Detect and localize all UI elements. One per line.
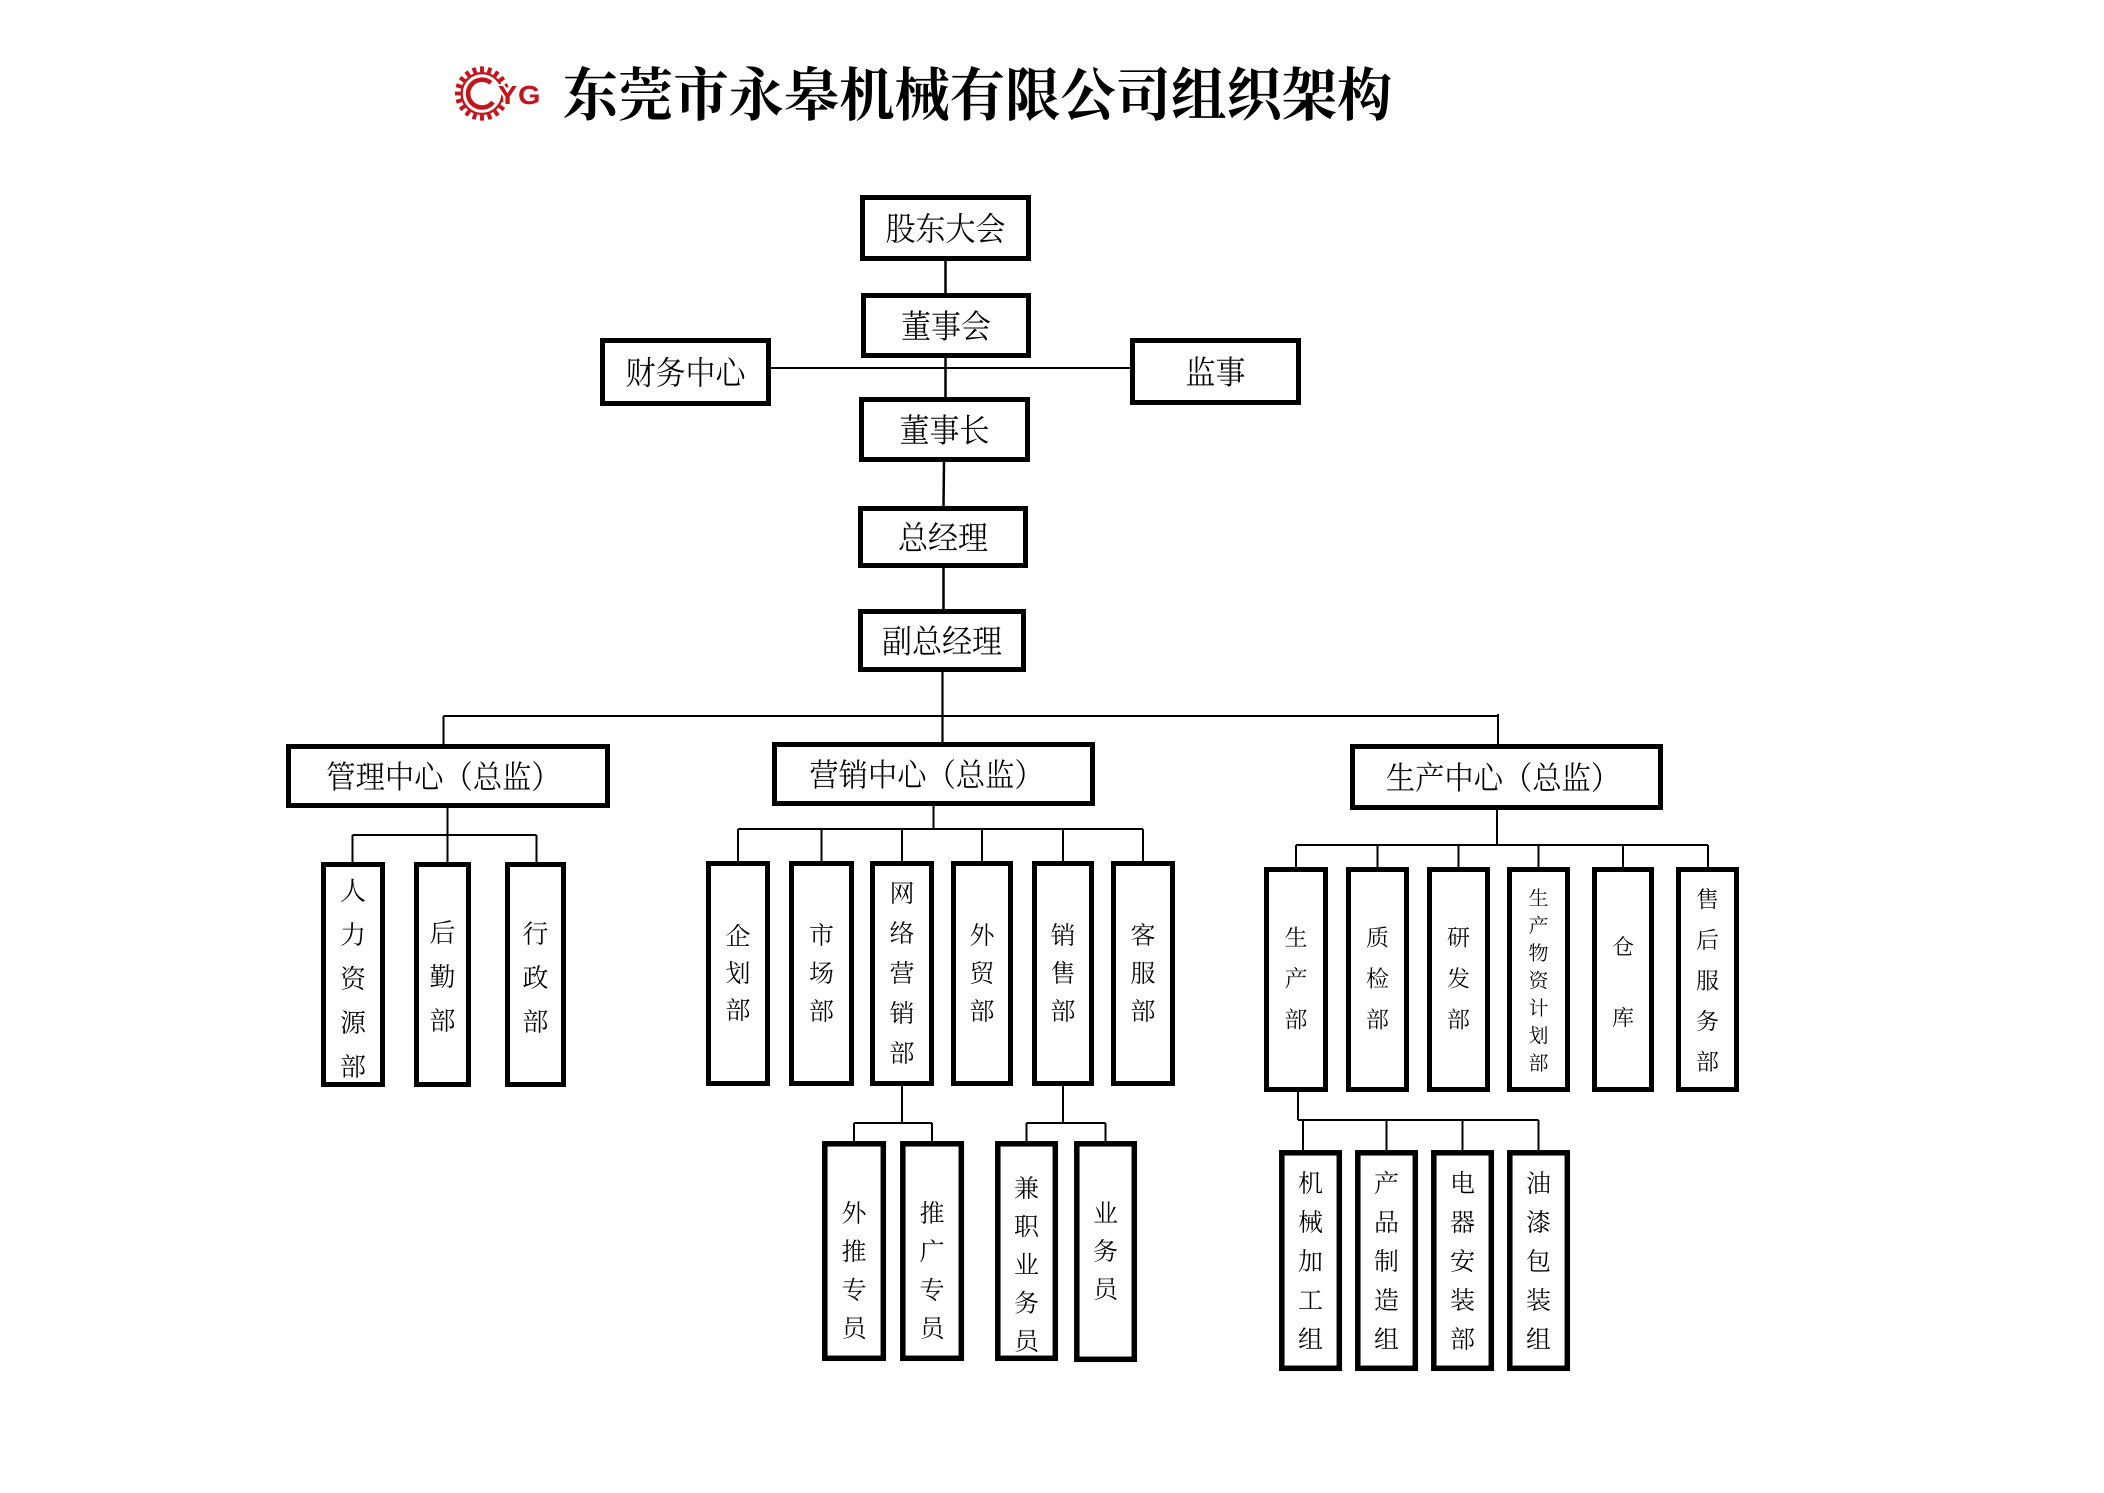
svg-text:YG: YG bbox=[498, 80, 542, 109]
svg-text:YG: YG bbox=[498, 80, 542, 109]
